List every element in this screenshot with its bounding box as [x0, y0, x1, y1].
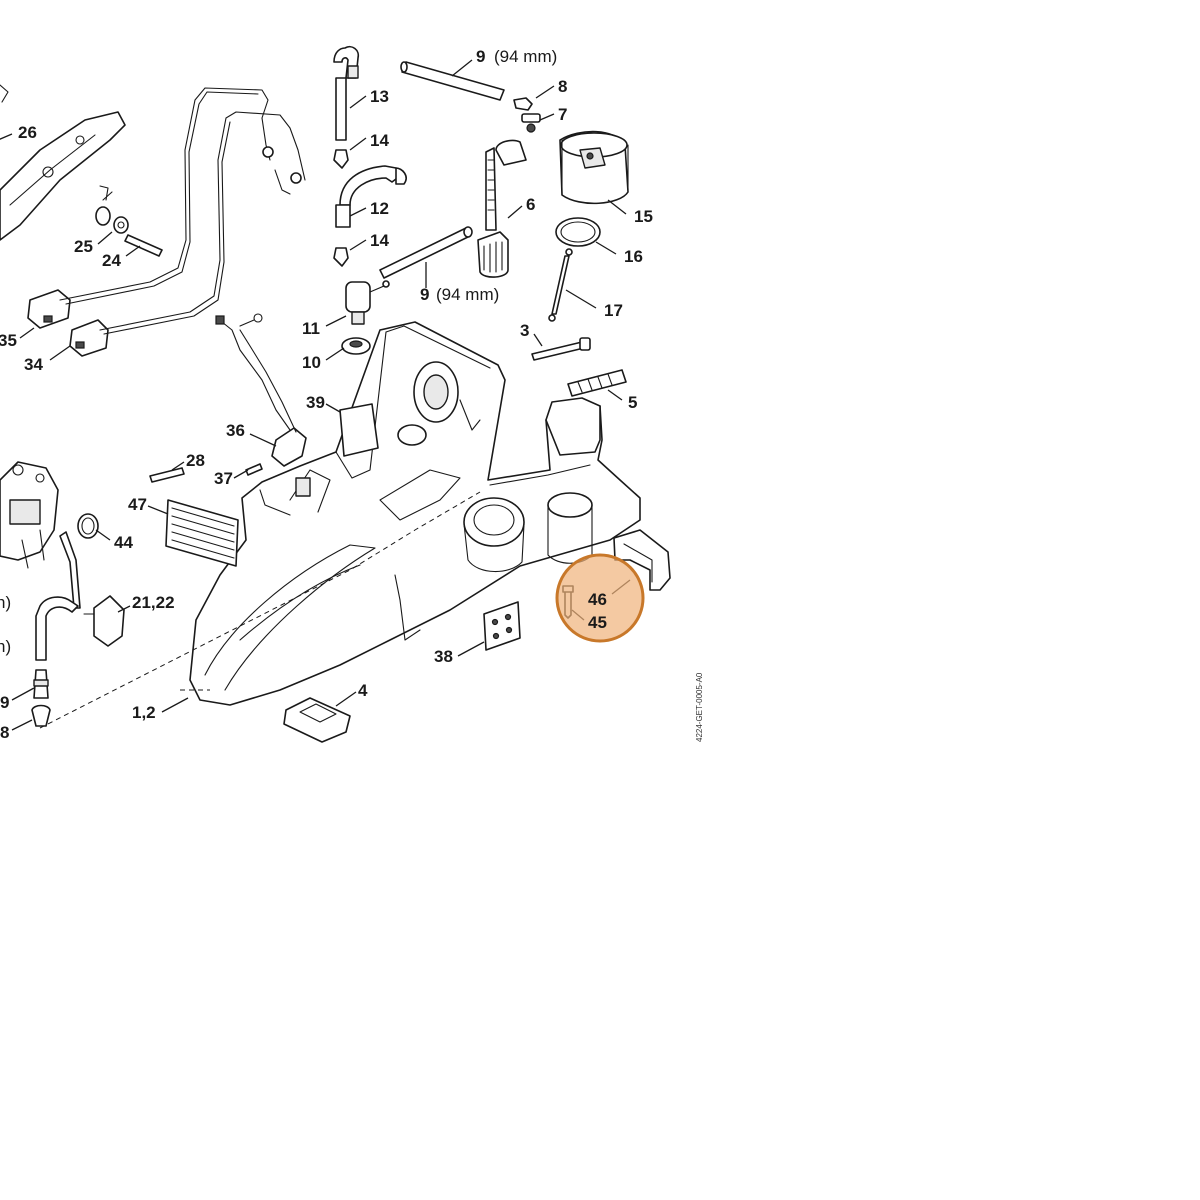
part-16-o-ring	[555, 217, 601, 247]
callout-14a: 14	[370, 131, 389, 150]
callout-8: 8	[558, 77, 567, 96]
callout-6: 6	[526, 195, 535, 214]
callout-17: 17	[604, 301, 623, 320]
part-8-plug-left	[31, 704, 51, 727]
part-39-pad	[339, 403, 379, 457]
callout-9a-length: (94 mm)	[494, 47, 557, 66]
callout-45: 45	[588, 613, 607, 632]
part-4-buffer	[283, 697, 351, 743]
part-fuel-hose-left	[35, 531, 81, 661]
callout-38: 38	[434, 647, 453, 666]
callout-edge-9: 9	[0, 693, 9, 712]
part-17-rod	[548, 248, 573, 322]
part-9-tube-a	[400, 61, 505, 101]
part-38-label	[483, 601, 521, 651]
part-11-valve	[345, 280, 390, 325]
callout-9b: 9	[420, 285, 429, 304]
part-15-tank-cap	[559, 130, 629, 205]
part-21-22-primer	[83, 595, 125, 647]
callout-44: 44	[114, 533, 133, 552]
part-28-pin	[149, 467, 185, 483]
callout-14b: 14	[370, 231, 389, 250]
callout-11: 11	[302, 319, 320, 338]
part-7-fitting	[521, 113, 541, 133]
part-8-elbow	[513, 97, 533, 111]
document-reference: 4224-GET-0005-A0	[695, 672, 704, 742]
callout-edge-n2: n)	[0, 637, 11, 656]
part-44-o-ring	[77, 513, 99, 539]
part-9-fitting-left	[33, 669, 49, 699]
callout-13: 13	[370, 87, 389, 106]
callout-9a: 9	[476, 47, 485, 66]
callout-10: 10	[302, 353, 321, 372]
callout-3: 3	[520, 321, 529, 340]
part-34-switch	[69, 319, 109, 357]
callout-5: 5	[628, 393, 637, 412]
callout-7: 7	[558, 105, 567, 124]
callout-16: 16	[624, 247, 643, 266]
callout-37: 37	[214, 469, 233, 488]
callout-edge-n1: n)	[0, 593, 11, 612]
callout-1-2: 1,2	[132, 703, 156, 722]
part-13-fuel-hose	[333, 45, 360, 141]
part-24-pin	[124, 234, 163, 257]
part-carburetor	[0, 461, 59, 569]
part-6-fuel-filter	[477, 139, 527, 278]
callout-26: 26	[18, 123, 37, 142]
highlight-marker	[555, 553, 645, 643]
part-26-chain-guard	[0, 111, 126, 241]
part-chain-brake-housing	[545, 397, 601, 564]
part-3-bolt	[531, 337, 591, 361]
callout-labels: 26 25 24 35 34 13 14 12 14 11 10 9 (94 m…	[0, 47, 653, 742]
part-36-switch	[215, 313, 307, 467]
callout-35: 35	[0, 331, 17, 350]
callout-46: 46	[588, 590, 607, 609]
callout-47: 47	[128, 495, 147, 514]
callout-36: 36	[226, 421, 245, 440]
part-12-fuel-line	[335, 165, 407, 228]
callout-25: 25	[74, 237, 93, 256]
part-wire-edge-top	[0, 84, 9, 103]
callout-21-22: 21,22	[132, 593, 175, 612]
callout-24: 24	[102, 251, 121, 270]
part-handle-wire-harness	[59, 87, 306, 335]
part-37-pin	[245, 463, 263, 476]
callout-edge-8: 8	[0, 723, 9, 742]
part-14-fitting-a	[333, 149, 349, 169]
callout-4: 4	[358, 681, 368, 700]
part-47-filter	[165, 499, 239, 567]
part-25-washer	[95, 191, 129, 234]
callout-39: 39	[306, 393, 325, 412]
callout-28: 28	[186, 451, 205, 470]
part-35-switch	[27, 289, 71, 329]
guide-dashed-lines	[39, 491, 481, 729]
part-oil-tank-neck	[463, 497, 525, 573]
callout-15: 15	[634, 207, 653, 226]
callout-34: 34	[24, 355, 43, 374]
callout-12: 12	[370, 199, 389, 218]
part-main-housing	[189, 321, 641, 706]
part-14-fitting-b	[333, 247, 349, 267]
part-10-grommet	[341, 337, 371, 355]
callout-9b-length: (94 mm)	[436, 285, 499, 304]
part-5-spring	[567, 369, 627, 397]
part-9-tube-b	[379, 226, 473, 279]
